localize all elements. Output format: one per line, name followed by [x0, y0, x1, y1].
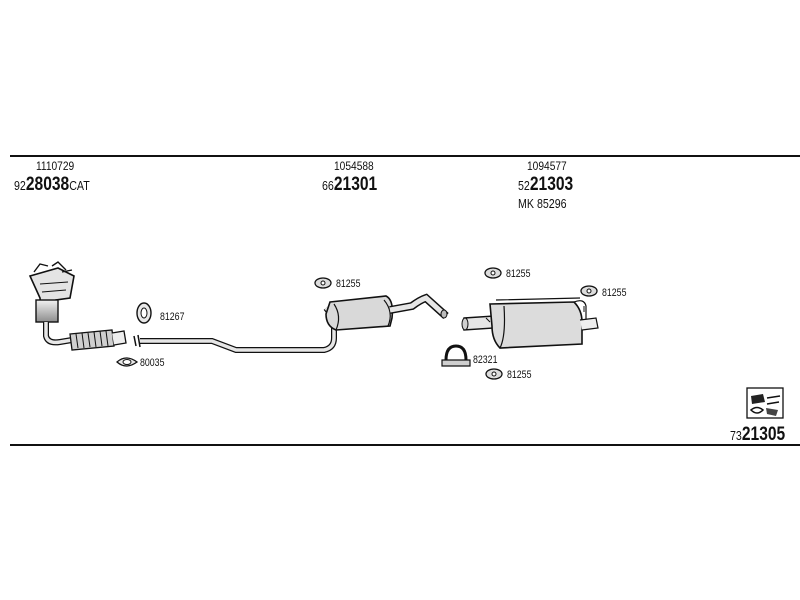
- callout-label: 81255: [602, 287, 627, 299]
- callout-label: 81255: [506, 268, 531, 280]
- mounting-kit-number: MK 85296: [518, 196, 567, 211]
- front-pipe-centre-muffler-part[interactable]: [133, 293, 449, 353]
- part-number-suffix: CAT: [69, 178, 90, 193]
- flex-pipe-section: [69, 329, 115, 351]
- part-number-prefix: 52: [518, 178, 530, 193]
- oe-number: 1054588: [334, 159, 374, 173]
- gasket-80035-icon[interactable]: [116, 357, 139, 367]
- mount-81255-icon[interactable]: [484, 267, 502, 279]
- system-number: 7321305: [730, 425, 785, 444]
- callout-label: 82321: [473, 354, 498, 366]
- mount-81255-icon[interactable]: [485, 368, 503, 380]
- manifold-catalyst-part[interactable]: [28, 261, 127, 351]
- system-number-prefix: 73: [730, 428, 742, 443]
- part-number: 5221303: [518, 175, 573, 194]
- part-number-prefix: 92: [14, 178, 26, 193]
- oe-number: 1094577: [527, 159, 567, 173]
- centre-muffler-body: [325, 295, 394, 331]
- mount-81255-icon[interactable]: [314, 277, 332, 289]
- part-number-prefix: 66: [322, 178, 334, 193]
- part-number: 9228038CAT: [14, 175, 90, 194]
- rear-muffler-part[interactable]: [461, 297, 599, 349]
- callout-label: 81267: [160, 311, 185, 323]
- part-number-main: 21303: [529, 174, 574, 195]
- callout-label: 81255: [507, 369, 532, 381]
- part-number: 6621301: [322, 175, 377, 194]
- part-number-main: 21301: [333, 174, 378, 195]
- clamp-82321-icon[interactable]: [441, 344, 471, 367]
- system-exploded-view-icon: [746, 387, 784, 419]
- system-number-main: 21305: [741, 424, 786, 445]
- mount-81255-icon[interactable]: [580, 285, 598, 297]
- part-number-main: 28038: [25, 174, 70, 195]
- oe-number: 1110729: [36, 159, 75, 173]
- gasket-81267-icon[interactable]: [136, 302, 152, 324]
- callout-label: 80035: [140, 357, 165, 369]
- callout-label: 81255: [336, 278, 361, 290]
